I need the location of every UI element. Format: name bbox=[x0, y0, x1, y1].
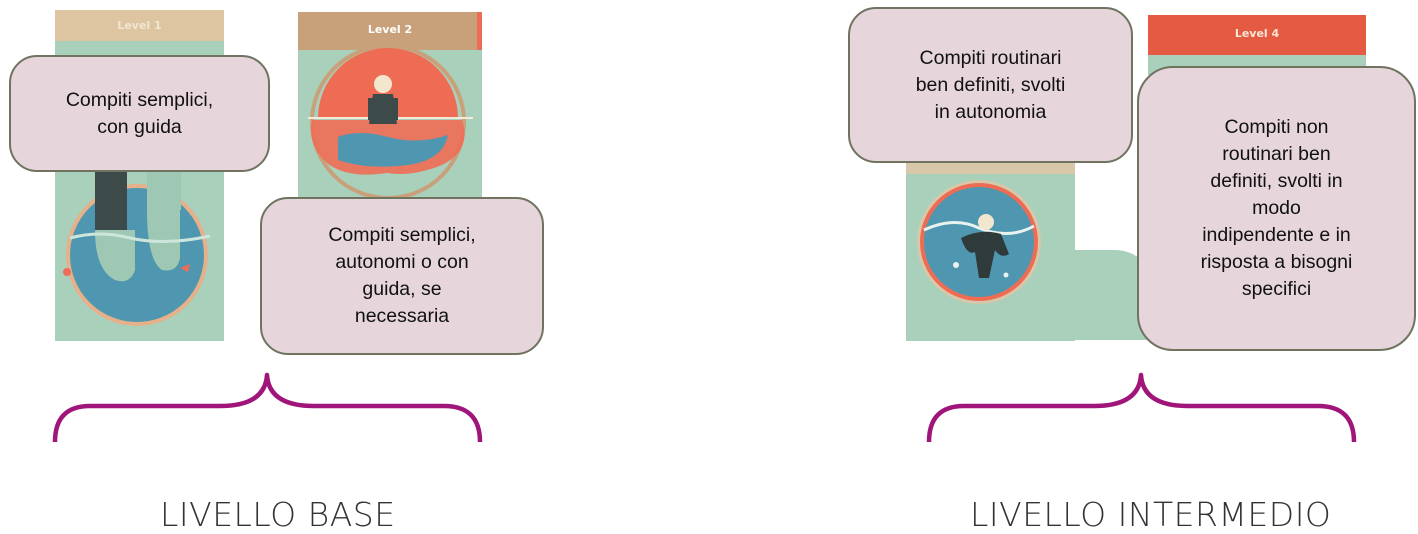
level-1-header-label: Level 1 bbox=[117, 19, 162, 32]
level-4-card: Level 4 bbox=[1148, 15, 1366, 75]
level-2-description: Compiti semplici, autonomi o con guida, … bbox=[328, 224, 476, 327]
level-3-description-bubble: Compiti routinari ben definiti, svolti i… bbox=[848, 7, 1133, 163]
level-1-description-bubble: Compiti semplici, con guida bbox=[9, 55, 270, 172]
intermediate-level-brace bbox=[926, 372, 1357, 443]
level-4-header: Level 4 bbox=[1148, 15, 1366, 55]
level-4-header-label: Level 4 bbox=[1234, 27, 1280, 40]
level-2-accent-stripe bbox=[477, 12, 482, 50]
level-2-description-bubble: Compiti semplici, autonomi o con guida, … bbox=[260, 197, 544, 355]
level-2-header-label: Level 2 bbox=[367, 23, 413, 36]
base-level-brace bbox=[52, 372, 483, 443]
level-1-description: Compiti semplici, con guida bbox=[65, 88, 214, 138]
base-level-label: LIVELLO BASE bbox=[160, 495, 396, 534]
intermediate-level-label: LIVELLO INTERMEDIO bbox=[970, 495, 1332, 534]
level-4-description: Compiti non routinari ben definiti, svol… bbox=[1200, 116, 1353, 300]
level-4-description-bubble: Compiti non routinari ben definiti, svol… bbox=[1137, 66, 1416, 351]
level-1-header: Level 1 bbox=[55, 10, 224, 41]
level-3-illustration bbox=[906, 160, 1075, 304]
level-3-card bbox=[906, 160, 1075, 341]
level-3-description: Compiti routinari ben definiti, svolti i… bbox=[915, 46, 1066, 123]
level-2-header: Level 2 bbox=[298, 12, 482, 50]
